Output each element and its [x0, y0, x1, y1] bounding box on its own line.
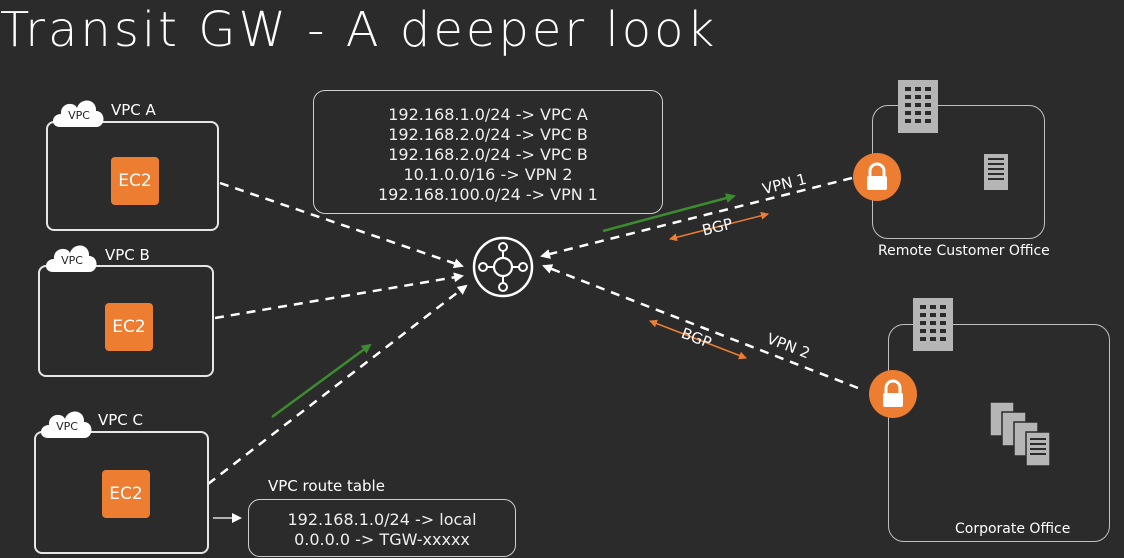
vpc-a-cloud-icon: VPC [52, 95, 106, 129]
vpc-b-label: VPC B [105, 246, 150, 264]
vpc-c-ec2-label: EC2 [109, 484, 143, 504]
vpc-b-cloud-icon: VPC [45, 240, 99, 274]
transit-gateway-icon [472, 236, 534, 298]
vpc-c-box: EC2 [34, 431, 209, 554]
link-vpc-c [207, 284, 468, 485]
tgw-route-row: 192.168.2.0/24 -> VPC B [388, 125, 588, 144]
vpc-c-label: VPC C [98, 411, 144, 429]
vpc-b-cloud-label: VPC [61, 254, 83, 267]
vpc-route-row: 192.168.1.0/24 -> local [287, 510, 477, 529]
tgw-route-row: 192.168.1.0/24 -> VPC A [388, 105, 588, 124]
vpc-a-box: EC2 [46, 121, 219, 231]
corporate-servers-icon [989, 401, 1051, 467]
traffic-arrow-vpc-c [271, 343, 372, 419]
vpc-a-label: VPC A [111, 101, 156, 119]
vpc-b-box: EC2 [38, 265, 214, 377]
vpc-a-ec2-icon: EC2 [111, 157, 159, 205]
vpc-route-table: 192.168.1.0/24 -> local 0.0.0.0 -> TGW-x… [248, 499, 516, 557]
tgw-route-row: 10.1.0.0/16 -> VPN 2 [403, 165, 573, 184]
vpc-c-cloud-icon: VPC [40, 406, 94, 440]
remote-office-label: Remote Customer Office [878, 243, 1050, 259]
vpc-b-ec2-label: EC2 [112, 317, 146, 337]
vpc-a-ec2-label: EC2 [118, 171, 152, 191]
vpc-b-ec2-icon: EC2 [105, 303, 153, 351]
slide-title: Transit GW - A deeper look [0, 2, 718, 58]
corporate-office-label: Corporate Office [955, 521, 1071, 537]
tgw-route-row: 192.168.100.0/24 -> VPN 1 [378, 185, 598, 204]
vpc-route-table-title: VPC route table [268, 477, 385, 495]
tgw-route-table: 192.168.1.0/24 -> VPC A 192.168.2.0/24 -… [313, 90, 663, 214]
vpn1-lock-icon [853, 153, 901, 201]
vpc-c-cloud-label: VPC [56, 420, 78, 433]
corporate-office-box [888, 324, 1110, 542]
tgw-route-row: 192.168.2.0/24 -> VPC B [388, 145, 588, 164]
link-vpc-a [219, 181, 464, 269]
bgp-arrow-2 [649, 319, 747, 360]
bgp-arrow-1 [669, 211, 769, 242]
remote-server-icon [984, 154, 1008, 190]
vpc-route-row: 0.0.0.0 -> TGW-xxxxx [294, 530, 470, 549]
vpc-a-cloud-label: VPC [68, 109, 90, 122]
link-vpn1 [540, 176, 853, 259]
corporate-office-building-icon [913, 298, 953, 351]
link-vpn2 [542, 264, 859, 390]
traffic-arrow-vpn1 [602, 193, 736, 233]
link-vpc-b [214, 272, 464, 320]
remote-office-building-icon [898, 80, 938, 133]
vpn2-lock-icon [869, 370, 917, 418]
vpc-c-ec2-icon: EC2 [102, 470, 150, 518]
